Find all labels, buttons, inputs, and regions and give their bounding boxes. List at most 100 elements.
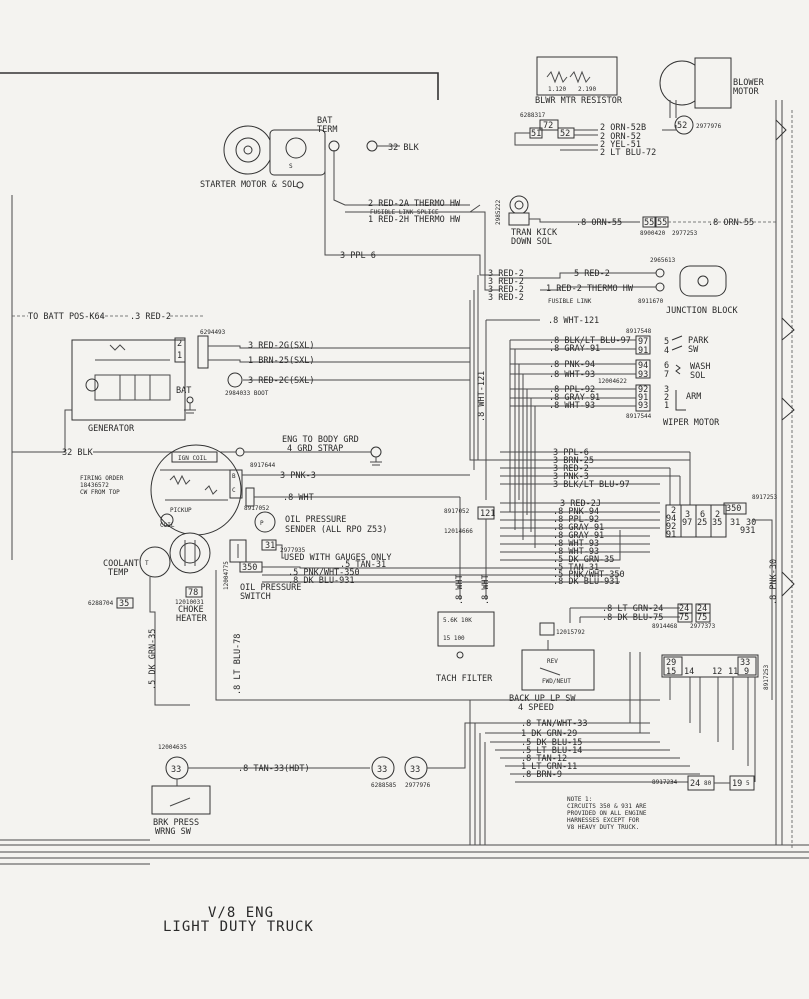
note: NOTE 1: CIRCUITS 350 & 931 ARE PROVIDED … bbox=[567, 796, 647, 831]
backup-label-2: 4 SPEED bbox=[518, 703, 554, 713]
conn-52b: 52 bbox=[677, 121, 687, 131]
orn-55-b: .8 ORN-55 bbox=[708, 218, 754, 228]
lower-pin-33: 33 bbox=[740, 658, 750, 668]
lower-pin-15: 15 bbox=[666, 667, 676, 677]
bulk-b-9: .5 TAN-31 bbox=[553, 563, 599, 573]
pn-backup2: 2977373 bbox=[690, 623, 716, 630]
dk-grn-35: .5 DK GRN-35 bbox=[148, 629, 158, 690]
backup-fwd: FWD/NEUT bbox=[542, 678, 571, 685]
conn-52: 52 bbox=[560, 129, 570, 139]
bulk-pin-92: 92 bbox=[666, 522, 676, 532]
firing-order-1: FIRING ORDER bbox=[80, 475, 124, 482]
bulk-pin-931: 931 bbox=[740, 526, 755, 536]
wiper-pin-91a: 91 bbox=[638, 346, 648, 356]
bulk-b-2: .8 PNK-94 bbox=[553, 507, 599, 517]
arm-label: ARM bbox=[686, 392, 701, 402]
pn-brk: 12004635 bbox=[158, 744, 187, 751]
conn-121: 121 bbox=[480, 509, 495, 519]
ppl-6-wire: 3 PPL 6 bbox=[340, 251, 376, 261]
bat-term-label-1: BAT bbox=[317, 116, 332, 126]
tach-res: 5.6K 10K bbox=[443, 617, 472, 624]
batt-pos-label: TO BATT POS-K64 bbox=[28, 312, 105, 322]
pn-blwr-motor: 2977976 bbox=[696, 123, 722, 130]
backup-lamp-switch: .8 LT GRN-24 .8 DK BLU-75 24 75 24 75 89… bbox=[509, 603, 716, 713]
bulk-b-4: .8 GRAY-91 bbox=[553, 523, 604, 533]
brk-pin-19: 19 bbox=[732, 779, 742, 789]
bulk-b-1: 3 RED-2J bbox=[560, 499, 601, 509]
pnk-30: .8 PNK-30 bbox=[769, 559, 779, 605]
ign-coil-label: IGN COIL bbox=[178, 455, 207, 462]
blower-motor: BLOWER MOTOR bbox=[659, 57, 765, 118]
gen-bat-label: BAT bbox=[176, 386, 191, 396]
wiper-wire-2: .8 GRAY-91 bbox=[549, 344, 600, 354]
wiper-num-2: 2 bbox=[664, 393, 669, 403]
pn-tach2: 12014666 bbox=[444, 528, 473, 535]
firing-order-2: 18436572 bbox=[80, 482, 109, 489]
lower-wire-6: 1 LT GRN-11 bbox=[521, 762, 577, 772]
pn-backup3: 12015792 bbox=[556, 629, 585, 636]
pn-bulk3: 8917253 bbox=[763, 664, 770, 690]
brk-label-2: WRNG SW bbox=[155, 827, 192, 837]
oil-switch-label-2: SWITCH bbox=[240, 592, 271, 602]
oil-pressure-sender: P OIL PRESSURE SENDER (ALL RPO Z53) 31 2… bbox=[254, 511, 391, 563]
starter-battery-wire: 32 BLK bbox=[366, 140, 420, 153]
svg-text:2.190: 2.190 bbox=[578, 86, 596, 93]
bat-term-label-2: TERM bbox=[317, 125, 337, 135]
pn-blwr: 6288317 bbox=[520, 112, 546, 119]
conn-55b: 55 bbox=[657, 218, 667, 228]
conn-78: 78 bbox=[188, 588, 198, 598]
svg-text:S: S bbox=[289, 163, 293, 170]
gauge-wire-1: .5 TAN-31 bbox=[340, 560, 386, 570]
pn-jb2: 8911670 bbox=[638, 298, 664, 305]
bulk-pin-350: 350 bbox=[726, 504, 741, 514]
conn-51: 51 bbox=[531, 129, 541, 139]
wiper-wire-1: .8 BLK/LT BLU-97 bbox=[549, 336, 631, 346]
conn-31: 31 bbox=[265, 541, 275, 551]
conn-33c: 33 bbox=[410, 765, 420, 775]
red-jb-3: 3 RED-2 bbox=[488, 285, 524, 295]
wiper-num-6: 6 bbox=[664, 361, 669, 371]
choke-label-2: HEATER bbox=[176, 614, 208, 624]
backup-wire-1: .8 LT GRN-24 bbox=[602, 604, 663, 614]
bulk-pin-91: 91 bbox=[666, 530, 676, 540]
wiper-motor-label: WIPER MOTOR bbox=[663, 418, 720, 428]
gen-pin-1: 1 bbox=[177, 351, 182, 361]
red-jb-2: 3 RED-2 bbox=[488, 277, 524, 287]
fusible-link-splice: FUSIBLE LINK SPLICE bbox=[370, 209, 439, 216]
choke-label-1: CHOKE bbox=[178, 605, 204, 615]
lower-pin-12: 12 bbox=[712, 667, 722, 677]
lower-wire-5: .8 TAN-12 bbox=[521, 754, 567, 764]
blwr-wire-3: 2 YEL-51 bbox=[600, 140, 641, 150]
blower-connector: 6288317 72 51 52 52 2977976 2 ORN-52B 2 … bbox=[514, 112, 722, 158]
note-l5: V8 HEAVY DUTY TRUCK. bbox=[567, 824, 639, 831]
conn-35: 35 bbox=[119, 599, 129, 609]
bulk-pin-6: 6 bbox=[700, 510, 705, 520]
svg-text:B: B bbox=[232, 473, 236, 480]
lower-wire-2: 1 DK GRN-29 bbox=[521, 729, 577, 739]
wash-sol-label-2: SOL bbox=[690, 371, 705, 381]
bulk-pin-31: 31 bbox=[730, 518, 740, 528]
wiper-wire-3: .8 PNK-94 bbox=[549, 360, 595, 370]
thermo-wire-2: 1 RED-2H THERMO HW bbox=[368, 215, 461, 225]
wiper-num-7: 7 bbox=[664, 370, 669, 380]
blower-motor-label-2: MOTOR bbox=[733, 87, 759, 97]
oil-pressure-switch: 350 12004775 OIL PRESSURE SWITCH .5 TAN-… bbox=[223, 539, 550, 602]
svg-text:C: C bbox=[232, 487, 236, 494]
bulkhead-connector: 2 94 92 91 3 97 6 25 2 35 31 350 30 931 … bbox=[665, 494, 779, 700]
choke-heater: 12010031 78 CHOKE HEATER .8 LT BLU-78 bbox=[169, 532, 460, 701]
pn-coolant: 6288704 bbox=[88, 600, 114, 607]
svg-text:T: T bbox=[145, 560, 149, 567]
note-l4: HARNESSES EXCEPT FOR bbox=[567, 817, 640, 824]
generator-label: GENERATOR bbox=[88, 424, 135, 434]
pn-wiper3: 8917544 bbox=[626, 413, 652, 420]
pn-choke: 12010031 bbox=[175, 599, 204, 606]
lower-harness: .8 TAN/WHT-33 1 DK GRN-29 .5 DK BLU-15 .… bbox=[460, 652, 710, 845]
blwr-wire-2: 2 ORN-52 bbox=[600, 132, 641, 142]
gauges-note: USED WITH GAUGES ONLY bbox=[284, 553, 391, 563]
blwr-wire-4: 2 LT BLU-72 bbox=[600, 148, 656, 158]
pn-gauge: 2977935 bbox=[280, 547, 306, 554]
lt-blu-78: .8 LT BLU-78 bbox=[233, 634, 243, 695]
firing-order-3: CW FROM TOP bbox=[80, 489, 120, 496]
conn-33a: 33 bbox=[171, 765, 181, 775]
